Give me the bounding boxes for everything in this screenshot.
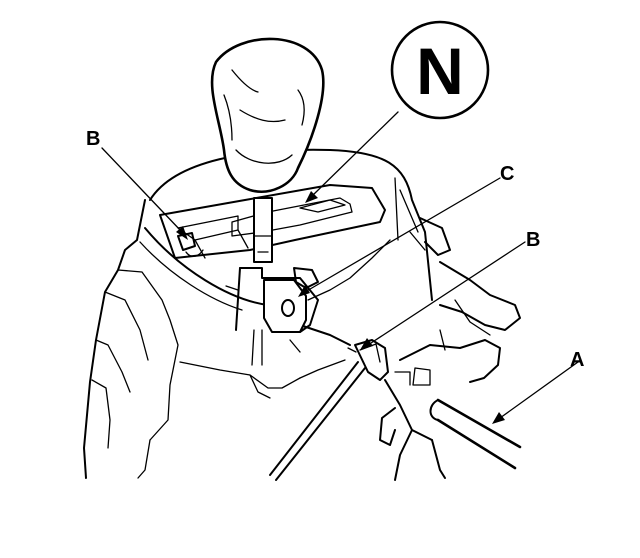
position-indicator: [390, 20, 490, 120]
shift-knob: [210, 37, 325, 193]
position-letter: N: [416, 34, 464, 108]
shift-cable: [429, 398, 522, 470]
right-mechanism: [379, 217, 521, 481]
lever-base-bracket: [225, 267, 319, 366]
callout-a: A: [570, 349, 584, 371]
cable-rod: [269, 361, 366, 481]
lock-clip-left: [177, 232, 204, 257]
leader-lines: [101, 111, 579, 424]
callout-b-right: B: [526, 229, 540, 251]
shift-lever: [253, 197, 273, 263]
console-housing: [83, 148, 433, 479]
callout-c: C: [500, 163, 514, 185]
callout-b-left: B: [86, 128, 100, 150]
